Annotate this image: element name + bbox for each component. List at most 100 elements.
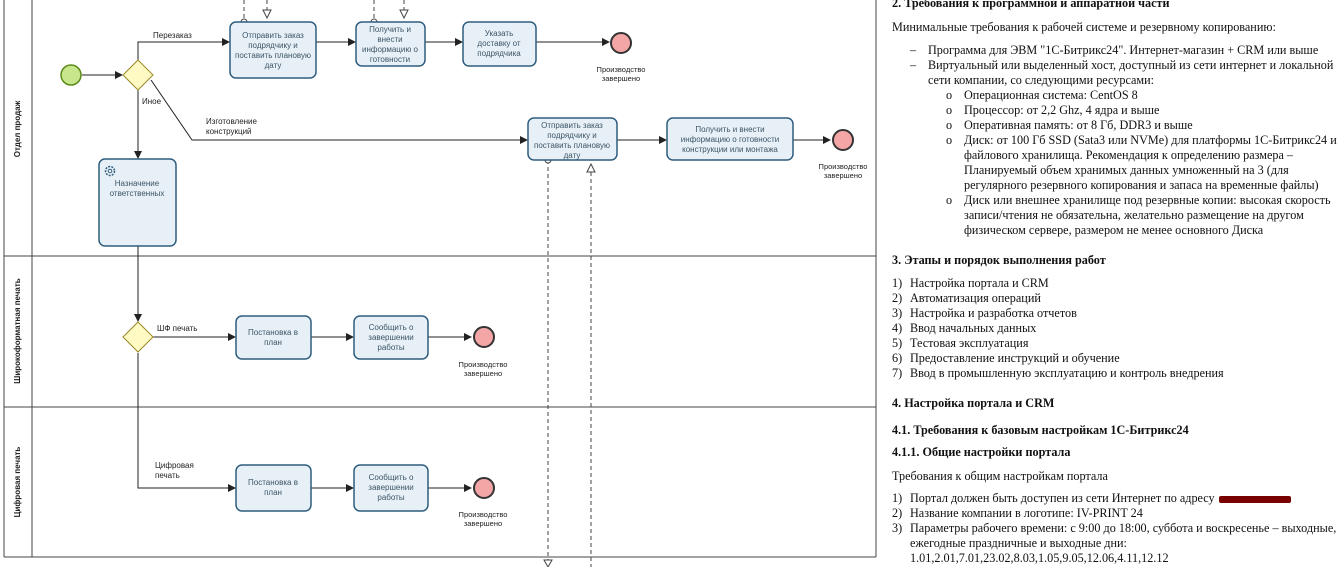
list-number: 3) — [892, 521, 903, 535]
sequence-flows — [82, 38, 831, 492]
flow-label-fabrication-1: Изготовление — [206, 117, 258, 126]
list-number: 6) — [892, 351, 903, 365]
pool-frame — [3, 0, 877, 558]
flow-label-fabrication-2: конструкций — [206, 127, 252, 136]
lane-wide-format: Широкоформатная печать — [13, 278, 22, 384]
message-flows — [243, 0, 592, 567]
flow-label-reorder: Перезаказ — [153, 31, 192, 40]
gateway-sales[interactable] — [122, 59, 154, 91]
list-number: 5) — [892, 336, 903, 350]
list-number: 1) — [892, 276, 903, 290]
sub-os: Операционная система: CentOS 8 — [964, 88, 1138, 102]
message-arrow-2 — [399, 9, 409, 20]
section-3-heading: 3. Этапы и порядок выполнения работ — [892, 253, 1106, 267]
message-arrow-1 — [262, 9, 272, 20]
sub-backup-3: физическом сервере, размером не менее ос… — [964, 223, 1264, 237]
bullet-host-1: Виртуальный или выделенный хост, доступн… — [928, 58, 1334, 72]
sub-disk-3: Планируемый объем хранимых данных умноже… — [964, 163, 1289, 177]
bullet-host-2: сети компании, со следующими ресурсами: — [928, 73, 1155, 87]
list-number: 1) — [892, 491, 903, 505]
stage-item: Тестовая эксплуатация — [910, 336, 1029, 350]
lane-sales: Отдел продаж — [13, 100, 22, 157]
bullet-dash: – — [910, 58, 917, 72]
bpmn-diagram: Отдел продаж Широкоформатная печать Цифр… — [3, 0, 877, 567]
section-4-1-1-intro: Требования к общим настройкам портала — [892, 469, 1108, 483]
list-number: 4) — [892, 321, 903, 335]
stage-item: Ввод в промышленную эксплуатацию и контр… — [910, 366, 1224, 380]
stage-item: Предоставление инструкций и обучение — [910, 351, 1120, 365]
sub-bullet-marker: o — [946, 133, 953, 147]
section-4-1-1-heading: 4.1.1. Общие настройки портала — [892, 445, 1071, 459]
requirement-portal: Портал должен быть доступен из сети Инте… — [910, 491, 1291, 506]
message-arrow-4 — [543, 559, 553, 567]
stage-item: Настройка портала и CRM — [910, 276, 1049, 290]
message-arrow-3 — [586, 162, 596, 173]
bullet-dash: – — [910, 43, 917, 57]
list-number: 2) — [892, 291, 903, 305]
requirement-company-name: Название компании в логотипе: IV-PRINT 2… — [910, 506, 1143, 520]
start-event[interactable] — [60, 64, 82, 86]
list-number: 2) — [892, 506, 903, 520]
redacted-address — [1218, 495, 1291, 503]
sub-ram: Оперативная память: от 8 Гб, DDR3 и выше — [964, 118, 1193, 132]
sub-bullet-marker: o — [946, 193, 953, 207]
lane-digital: Цифровая печать — [13, 447, 22, 518]
section-4-1-heading: 4.1. Требования к базовым настройкам 1С-… — [892, 423, 1189, 437]
list-number: 7) — [892, 366, 903, 380]
requirement-work-time-1: Параметры рабочего времени: с 9:00 до 18… — [910, 521, 1337, 535]
sub-cpu: Процессор: от 2,2 Ghz, 4 ядра и выше — [964, 103, 1160, 117]
flow-label-digital-1: Цифровая — [155, 461, 194, 470]
sub-disk-2: файлового хранилища. Рекомендация к опре… — [964, 148, 1294, 162]
sub-backup-2: записи/чтения не обязательна, желательно… — [964, 208, 1304, 222]
sub-bullet-marker: o — [946, 88, 953, 102]
flow-label-other: Иное — [142, 97, 162, 106]
requirements-document: 2. Требования к программной и аппаратной… — [886, 0, 1338, 567]
sub-disk-1: Диск: от 100 Гб SSD (Sata3 или NVMe) для… — [964, 133, 1337, 147]
sub-bullet-marker: o — [946, 118, 953, 132]
stage-item: Автоматизация операций — [910, 291, 1041, 305]
bullet-program: Программа для ЭВМ "1С-Битрикс24". Интерн… — [928, 43, 1319, 57]
flow-label-digital-2: печать — [155, 471, 180, 480]
section-2-intro: Минимальные требования к рабочей системе… — [892, 20, 1276, 34]
sub-backup-1: Диск или внешнее хранилище под резервные… — [964, 193, 1331, 207]
stage-item: Настройка и разработка отчетов — [910, 306, 1077, 320]
flow-label-wf-print: ШФ печать — [157, 324, 197, 333]
sub-bullet-marker: o — [946, 103, 953, 117]
stage-item: Ввод начальных данных — [910, 321, 1037, 335]
list-number: 3) — [892, 306, 903, 320]
section-2-heading: 2. Требования к программной и аппаратной… — [892, 0, 1170, 10]
gateway-print[interactable] — [122, 321, 154, 353]
sub-disk-4: регулярного резервного копирования и зап… — [964, 178, 1319, 192]
gear-icon — [104, 165, 116, 177]
requirement-work-time-2: ежегодные праздничные и выходные дни: — [910, 536, 1127, 550]
requirement-holidays: 1.01,2.01,7.01,23.02,8.03,1.05,9.05,12.0… — [910, 551, 1169, 565]
